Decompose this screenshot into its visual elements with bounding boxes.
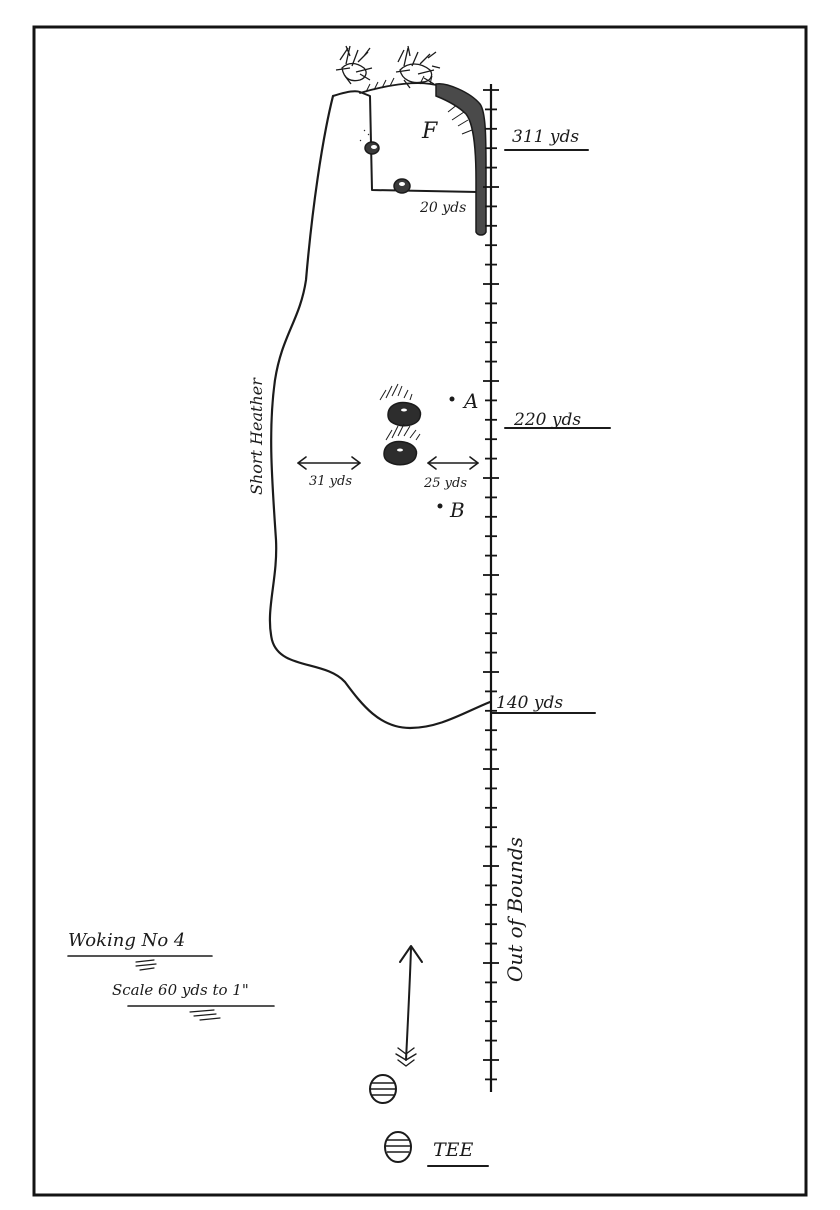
right-offset-label: 25 yds	[423, 476, 467, 491]
green-bunker-distance: 20 yds	[419, 200, 466, 216]
page-frame	[32, 25, 808, 1197]
course-label: Woking No 4	[68, 930, 185, 951]
direction-arrow-icon	[395, 945, 423, 1067]
rough-label: Short Heather	[247, 377, 266, 495]
position-a-dot	[449, 396, 455, 402]
left-offset-label: 31 yds	[309, 474, 352, 489]
tee-marker-icon-lower	[384, 1131, 412, 1163]
tree-icon-right	[395, 45, 441, 89]
distance-marker-311: 311 yds	[512, 127, 579, 147]
left-offset-arrow	[297, 456, 361, 470]
green-label: F	[421, 119, 438, 144]
fairway-bunker-icon-upper	[379, 383, 422, 427]
yardage-ticks	[483, 89, 499, 1081]
tee-label: TEE	[433, 1139, 474, 1161]
green-bunker-icon-front	[393, 178, 411, 194]
hedge-strip	[435, 83, 487, 236]
fairway-outline	[268, 94, 492, 730]
fairway-bunker-icon-lower	[383, 423, 421, 466]
green-dots	[359, 129, 370, 142]
distance-marker-140: 140 yds	[496, 693, 563, 713]
right-offset-arrow	[427, 456, 479, 470]
green-area-outline	[332, 90, 479, 193]
position-b-dot	[437, 503, 443, 509]
distance-marker-220: 220 yds	[513, 410, 581, 430]
tree-icon-left	[335, 45, 373, 85]
position-b-label: B	[449, 498, 465, 522]
position-a-label: A	[462, 389, 478, 413]
course-label-flourish	[135, 959, 157, 971]
tee-marker-icon-upper	[369, 1074, 397, 1104]
grass-hatching-top	[365, 75, 473, 135]
green-top-edge	[359, 82, 441, 94]
green-bunker-icon-left	[364, 141, 380, 155]
scale-label-flourish	[189, 1009, 221, 1021]
boundary-label: Out of Bounds	[503, 837, 527, 982]
scale-label: Scale 60 yds to 1"	[112, 981, 249, 999]
